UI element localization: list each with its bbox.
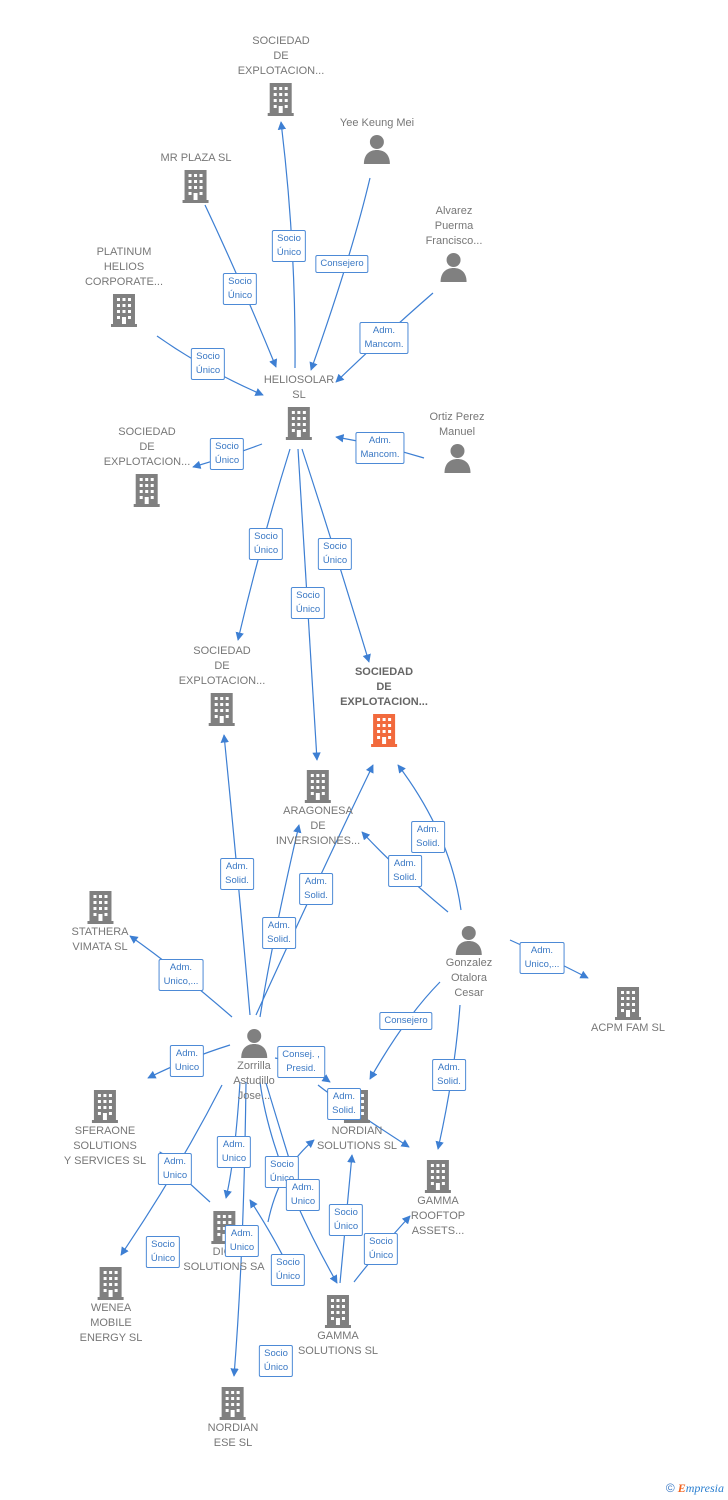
node-label: NORDIAN SOLUTIONS SL	[316, 1125, 398, 1152]
relation-badge[interactable]: Socio Único	[145, 1236, 181, 1268]
building-icon	[86, 891, 113, 924]
copyright-symbol: ©	[665, 1481, 675, 1495]
person-icon	[443, 444, 470, 473]
relation-badge[interactable]: Adm. Solid.	[411, 821, 445, 853]
person-icon	[240, 1029, 267, 1058]
node-zorrilla-astudillo-jose[interactable]: Zorrilla Astudillo Jose...	[233, 1025, 275, 1104]
node-acpm-fam-sl[interactable]: ACPM FAM SL	[591, 983, 665, 1036]
relation-badge[interactable]: Consejero	[379, 1012, 433, 1030]
node-wenea-mobile-energy[interactable]: WENEA MOBILE ENERGY SL	[79, 1263, 143, 1346]
relation-badge[interactable]: Adm. Solid.	[432, 1059, 466, 1091]
node-label: SOCIEDAD DE EXPLOTACION...	[178, 645, 266, 687]
node-label: SOCIEDAD DE EXPLOTACION...	[340, 666, 428, 708]
building-icon	[324, 1295, 351, 1328]
brand-name: mpresia	[685, 1481, 724, 1495]
node-label: ARAGONESA DE INVERSIONES...	[275, 805, 361, 847]
node-label: NORDIAN ESE SL	[207, 1422, 259, 1449]
relation-badge[interactable]: Adm. Unico,...	[519, 942, 565, 974]
node-gamma-rooftop-assets[interactable]: GAMMA ROOFTOP ASSETS...	[411, 1156, 465, 1239]
node-sociedad-explotacion-top[interactable]: SOCIEDAD DE EXPLOTACION...	[237, 34, 325, 117]
relation-badge[interactable]: Adm. Solid.	[262, 917, 296, 949]
node-sociedad-explotacion-focus[interactable]: SOCIEDAD DE EXPLOTACION...	[340, 665, 428, 748]
node-label: GAMMA SOLUTIONS SL	[297, 1330, 379, 1357]
building-icon	[424, 1160, 451, 1193]
relation-badge[interactable]: Socio Único	[271, 230, 307, 262]
relation-badge[interactable]: Adm. Unico	[169, 1045, 205, 1077]
relation-badge[interactable]: Adm. Solid.	[327, 1088, 361, 1120]
node-mr-plaza-sl[interactable]: MR PLAZA SL	[160, 151, 232, 204]
relation-badge[interactable]: Socio Único	[190, 348, 226, 380]
building-icon	[268, 83, 294, 116]
node-label: Zorrilla Astudillo Jose...	[233, 1060, 275, 1102]
brand-footer: © Empresia	[666, 1481, 724, 1496]
node-label: MR PLAZA SL	[160, 152, 232, 164]
relation-badge[interactable]: Adm. Unico	[157, 1153, 193, 1185]
node-stathera-vimata-sl[interactable]: STATHERA VIMATA SL	[71, 887, 129, 955]
node-gonzalez-otalora-cesar[interactable]: Gonzalez Otalora Cesar	[446, 922, 492, 1001]
relation-link-18	[369, 981, 441, 1080]
node-label: HELIOSOLAR SL	[263, 374, 335, 401]
node-label: SOCIEDAD DE EXPLOTACION...	[103, 426, 191, 468]
node-label: WENEA MOBILE ENERGY SL	[79, 1302, 143, 1344]
person-icon	[364, 135, 390, 164]
relation-badge[interactable]: Adm. Solid.	[299, 873, 333, 905]
node-nordian-ese-sl[interactable]: NORDIAN ESE SL	[207, 1383, 259, 1451]
node-label: PLATINUM HELIOS CORPORATE...	[84, 246, 164, 288]
building-icon	[111, 294, 137, 327]
node-label: STATHERA VIMATA SL	[71, 926, 129, 953]
relation-badge[interactable]: Adm. Unico,...	[158, 959, 204, 991]
node-nordian-solutions-sl[interactable]: NORDIAN SOLUTIONS SL	[317, 1086, 397, 1154]
person-icon	[455, 926, 482, 955]
building-icon	[209, 693, 235, 726]
node-sferaone-solutions[interactable]: SFERAONE SOLUTIONS Y SERVICES SL	[64, 1086, 146, 1169]
relation-badge[interactable]: Socio Único	[258, 1345, 294, 1377]
building-icon	[286, 407, 312, 440]
brand-initial: E	[677, 1481, 686, 1495]
node-label: Alvarez Puerma Francisco...	[425, 205, 483, 247]
node-sociedad-explotacion-middle[interactable]: SOCIEDAD DE EXPLOTACION...	[178, 644, 266, 727]
node-aragonesa-de-inversiones[interactable]: ARAGONESA DE INVERSIONES...	[276, 766, 360, 849]
node-label: ACPM FAM SL	[591, 1022, 665, 1034]
node-label: Yee Keung Mei	[339, 117, 415, 129]
building-icon	[91, 1090, 118, 1123]
relation-badge[interactable]: Adm. Unico	[285, 1179, 321, 1211]
person-icon	[440, 253, 467, 282]
node-label: Ortiz Perez Manuel	[429, 411, 485, 438]
node-sociedad-explotacion-left[interactable]: SOCIEDAD DE EXPLOTACION...	[103, 425, 191, 508]
building-icon	[134, 474, 160, 507]
relation-badge[interactable]: Socio Único	[328, 1204, 364, 1236]
relation-badge[interactable]: Consej. , Presid.	[277, 1046, 325, 1078]
building-icon	[371, 714, 397, 747]
building-icon	[219, 1387, 246, 1420]
building-icon	[304, 770, 331, 803]
relation-badge[interactable]: Socio Único	[317, 538, 353, 570]
relation-badge[interactable]: Socio Único	[270, 1254, 306, 1286]
node-yee-keung-mei[interactable]: Yee Keung Mei	[340, 116, 414, 165]
node-alvarez-puerma-francisco[interactable]: Alvarez Puerma Francisco...	[425, 204, 483, 283]
node-label: SFERAONE SOLUTIONS Y SERVICES SL	[63, 1125, 147, 1167]
building-icon	[98, 1267, 124, 1300]
relation-badge[interactable]: Adm. Solid.	[388, 855, 422, 887]
relation-badge[interactable]: Adm. Solid.	[220, 858, 254, 890]
node-ortiz-perez-manuel[interactable]: Ortiz Perez Manuel	[429, 410, 485, 474]
node-label: Gonzalez Otalora Cesar	[445, 957, 493, 999]
relation-badge[interactable]: Adm. Mancom.	[359, 322, 409, 354]
node-platinum-helios-corporate[interactable]: PLATINUM HELIOS CORPORATE...	[85, 245, 163, 328]
relation-badge[interactable]: Adm. Mancom.	[355, 432, 405, 464]
node-label: SOCIEDAD DE EXPLOTACION...	[237, 35, 325, 77]
node-label: GAMMA ROOFTOP ASSETS...	[410, 1195, 466, 1237]
relation-badge[interactable]: Socio Único	[363, 1233, 399, 1265]
relation-badge[interactable]: Consejero	[315, 255, 369, 273]
relation-badge[interactable]: Socio Único	[248, 528, 284, 560]
relation-badge[interactable]: Socio Único	[209, 438, 245, 470]
relation-badge[interactable]: Socio Único	[290, 587, 326, 619]
relation-badge[interactable]: Socio Único	[222, 273, 258, 305]
building-icon	[615, 987, 641, 1020]
relation-badge[interactable]: Adm. Unico	[224, 1225, 260, 1257]
building-icon	[182, 170, 209, 203]
node-heliosolar-sl[interactable]: HELIOSOLAR SL	[264, 373, 334, 441]
relation-badge[interactable]: Adm. Unico	[216, 1136, 252, 1168]
node-gamma-solutions-sl[interactable]: GAMMA SOLUTIONS SL	[298, 1291, 378, 1359]
